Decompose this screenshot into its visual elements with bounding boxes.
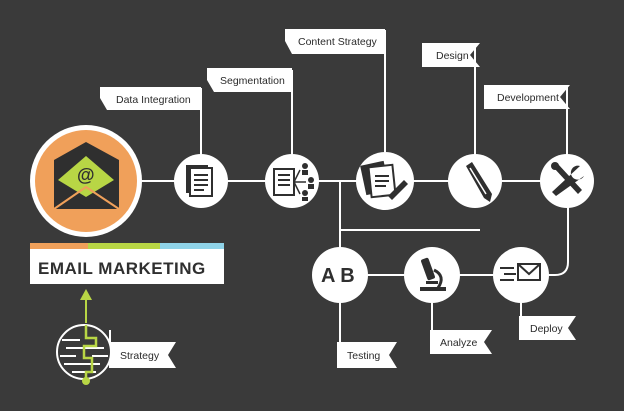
maze-icon (56, 324, 112, 385)
flag-analyze: Analyze (430, 330, 492, 354)
flag-label: Content Strategy (298, 36, 378, 48)
connector-lines (109, 30, 569, 368)
flag-label: Deploy (530, 323, 563, 335)
flag-design: Design (422, 43, 480, 67)
content-pages-icon (360, 160, 408, 200)
segmentation-node (265, 154, 319, 208)
send-email-icon (500, 263, 541, 281)
flag-label: Testing (347, 350, 380, 362)
flag-deploy: Deploy (519, 316, 576, 340)
segmentation-icon (273, 163, 314, 201)
data-integration-node (174, 154, 228, 208)
documents-icon (186, 165, 213, 197)
ab-test-icon: A B (321, 265, 355, 287)
page-title: EMAIL MARKETING (38, 259, 206, 278)
microscope-icon (420, 257, 446, 291)
flag-label: Design (436, 50, 469, 62)
flag-content-strategy: Content Strategy (285, 29, 385, 54)
deploy-node (493, 247, 549, 303)
title-banner: EMAIL MARKETING (30, 243, 224, 284)
content-strategy-node (356, 152, 414, 210)
flag-segmentation: Segmentation (207, 68, 292, 92)
flag-label: Strategy (120, 350, 160, 362)
at-symbol: @ (77, 165, 95, 185)
flag-label: Analyze (440, 337, 478, 349)
analyze-node (404, 247, 460, 303)
envelope-at-icon: @ (53, 142, 120, 210)
strategy-arrow (80, 289, 92, 323)
flag-development: Development (484, 85, 570, 109)
flag-strategy: Strategy (110, 342, 176, 368)
flag-data-integration: Data Integration (100, 87, 201, 110)
development-node (540, 154, 594, 208)
flag-label: Segmentation (220, 75, 285, 87)
testing-node: A B (312, 247, 368, 303)
flag-label: Data Integration (116, 94, 191, 106)
design-node (448, 154, 502, 208)
tools-icon (551, 162, 584, 196)
email-node: @ (30, 125, 142, 237)
flag-testing: Testing (337, 342, 397, 368)
pencil-icon (466, 162, 492, 202)
flag-label: Development (497, 92, 559, 104)
